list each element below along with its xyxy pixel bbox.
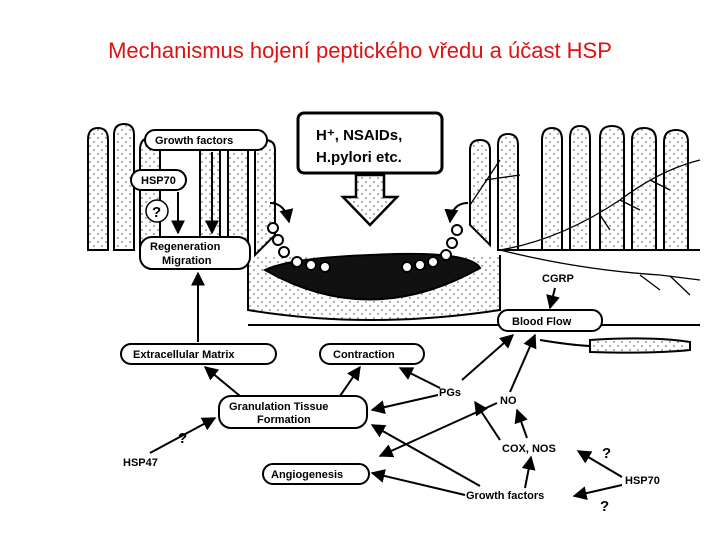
blood-flow-label: Blood Flow: [512, 316, 572, 328]
arrow-pgs-bloodflow: [462, 335, 513, 380]
cgrp-label: CGRP: [542, 273, 574, 285]
arrow-hsp70-gf: [574, 485, 622, 496]
hsp70-right-label: HSP70: [625, 475, 660, 487]
arrow-gran-ecm: [205, 367, 240, 396]
growth-factors-top-label: Growth factors: [155, 135, 233, 147]
q-cox: ?: [602, 445, 611, 462]
granulation-line2: Formation: [257, 414, 311, 426]
curved-arrow-right: [450, 203, 468, 222]
blood-vessel: [540, 338, 690, 352]
hsp70-left-label: HSP70: [141, 175, 176, 187]
angiogenesis-label: Angiogenesis: [271, 469, 343, 481]
arrow-gran-contraction: [340, 367, 360, 396]
arrow-hsp47-granulation: [150, 418, 215, 453]
injury-line2: H.pylori etc.: [316, 149, 402, 166]
arrow-no-angio: [380, 403, 497, 456]
arrow-no-bloodflow: [510, 335, 535, 392]
cox-nos-label: COX, NOS: [502, 443, 556, 455]
no-label: NO: [500, 395, 517, 407]
q-bottom: ?: [600, 498, 609, 515]
mucosa-right: [470, 126, 688, 250]
q-left: ?: [152, 204, 161, 221]
arrow-hsp70-cox: [578, 451, 622, 477]
migration-label: Migration: [162, 255, 212, 267]
arrow-pgs-granulation: [372, 395, 438, 410]
arrow-cgrp-bloodflow: [550, 288, 555, 308]
granulation-line1: Granulation Tissue: [229, 401, 328, 413]
regeneration-label: Regeneration: [150, 241, 221, 253]
arrow-pgs-contraction: [400, 368, 440, 388]
injury-line1: H⁺, NSAIDs,: [316, 127, 402, 144]
contraction-label: Contraction: [333, 349, 395, 361]
growth-factors-bottom-label: Growth factors: [466, 490, 544, 502]
injury-arrow: [343, 175, 397, 225]
arrow-gf-angio: [372, 473, 465, 495]
injury-box: H⁺, NSAIDs, H.pylori etc.: [298, 113, 442, 173]
ecm-label: Extracellular Matrix: [133, 349, 235, 361]
q-hsp47: ?: [178, 430, 187, 447]
arrow-gf-cox: [525, 457, 531, 488]
arrow-cox-no: [517, 410, 527, 438]
hsp47-label: HSP47: [123, 457, 158, 469]
pgs-label: PGs: [439, 387, 461, 399]
